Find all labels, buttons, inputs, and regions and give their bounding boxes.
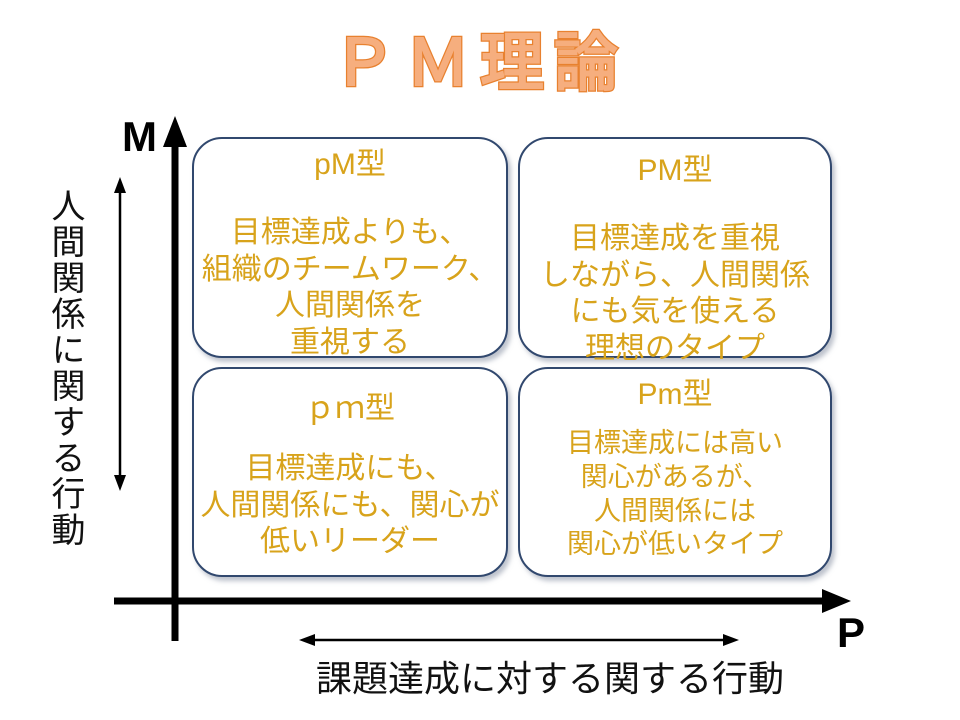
quadrant-Pm-box: Pm型 目標達成には高い 関心があるが、 人間関係には 関心が低いタイプ xyxy=(518,367,832,577)
quadrant-pm-box: ｐｍ型 目標達成にも、 人間関係にも、関心が 低いリーダー xyxy=(192,367,508,577)
quadrant-pm-description: 目標達成にも、 人間関係にも、関心が 低いリーダー xyxy=(200,452,500,559)
x-axis-label-p: P xyxy=(837,609,866,656)
quadrant-PM-description: 目標達成を重視 しながら、人間関係 にも気を使える 理想のタイプ xyxy=(540,222,810,365)
x-axis-arrow xyxy=(114,589,851,613)
y-axis-label-m: M xyxy=(122,113,157,160)
y-axis-caption: 人間関係に関する行動 xyxy=(46,188,84,548)
p-range-double-arrow-icon xyxy=(299,634,739,646)
quadrant-pM-title: pM型 xyxy=(314,148,386,181)
quadrant-pm-title: ｐｍ型 xyxy=(305,392,395,425)
quadrant-Pm-title: Pm型 xyxy=(637,378,713,411)
x-axis-caption: 課題達成に対する関する行動 xyxy=(315,658,784,699)
page-title: ＰＭ理論 xyxy=(331,26,628,101)
quadrant-PM-title: PM型 xyxy=(637,154,713,187)
m-range-double-arrow-icon xyxy=(114,177,126,491)
quadrant-PM-box: PM型 目標達成を重視 しながら、人間関係 にも気を使える 理想のタイプ xyxy=(518,137,832,365)
quadrant-pM-box: pM型 目標達成よりも、 組織のチームワーク、 人間関係を 重視する xyxy=(192,137,508,359)
y-axis-arrow xyxy=(163,116,187,641)
quadrant-Pm-description: 目標達成には高い 関心があるが、 人間関係には 関心が低いタイプ xyxy=(567,428,783,560)
quadrant-pM-description: 目標達成よりも、 組織のチームワーク、 人間関係を 重視する xyxy=(201,216,499,359)
